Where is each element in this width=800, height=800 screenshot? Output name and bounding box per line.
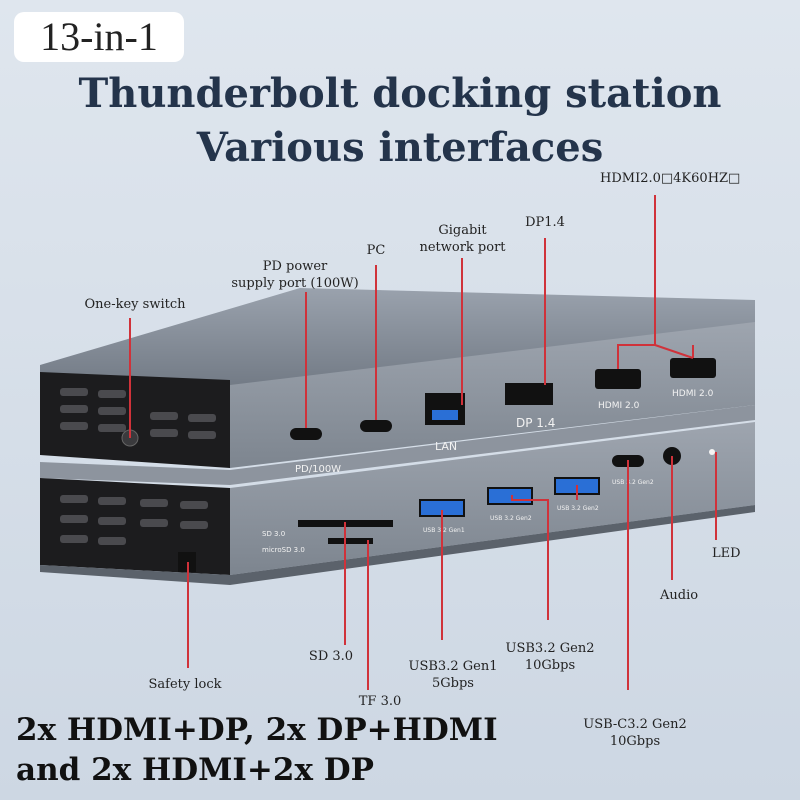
hdmi-port-a [595, 369, 641, 389]
label-pd-line1: PD power [262, 259, 328, 274]
label-pd-line2: supply port (100W) [231, 276, 359, 291]
label-gigabit-line1: Gigabit [438, 223, 487, 238]
pc-port [360, 420, 392, 432]
mark-hdmi-b: HDMI 2.0 [672, 389, 714, 399]
label-usb32-gen1: USB3.2 Gen1 5Gbps [398, 658, 508, 692]
mark-hdmi-a: HDMI 2.0 [598, 401, 640, 411]
mark-lan: LAN [435, 440, 457, 453]
label-usb-gen1-line2: 5Gbps [432, 676, 474, 691]
upper-vents [60, 388, 216, 439]
pd-port [290, 428, 322, 440]
mark-dp: DP 1.4 [516, 416, 555, 430]
label-dp14: DP1.4 [525, 215, 565, 230]
label-gigabit-network-port: Gigabit network port [410, 222, 515, 256]
label-led: LED [712, 546, 741, 561]
label-gigabit-line2: network port [419, 240, 506, 255]
label-usbc-line1: USB-C3.2 Gen2 [583, 717, 687, 732]
callout-lines [129, 195, 717, 690]
label-tf30: TF 3.0 [358, 694, 402, 709]
label-one-key-switch: One-key switch [84, 297, 186, 312]
upper-unit-front [230, 322, 755, 468]
mark-sd: SD 3.0 [262, 530, 285, 538]
tf-slot [328, 538, 373, 544]
label-usbc32-gen2: USB-C3.2 Gen2 10Gbps [575, 716, 695, 750]
label-pc: PC [366, 243, 386, 258]
lower-vents [60, 495, 208, 545]
label-audio: Audio [660, 588, 699, 603]
label-usb-gen1-line1: USB3.2 Gen1 [408, 659, 498, 674]
label-usbc-line2: 10Gbps [609, 734, 661, 749]
mark-usb-gen2-b: USB 3.2 Gen2 [557, 505, 599, 512]
dp-port [505, 383, 553, 405]
label-pd-power: PD power supply port (100W) [220, 258, 370, 292]
mark-microsd: microSD 3.0 [262, 546, 305, 554]
usb-gen2-port-a [487, 487, 533, 505]
upper-black-side [40, 372, 230, 468]
bottom-caption-line2: and 2x HDMI+2x DP [16, 752, 374, 788]
label-safety-lock: Safety lock [148, 677, 222, 692]
label-sd30: SD 3.0 [308, 649, 354, 664]
lower-unit-top [40, 405, 755, 485]
label-usb-gen2-line1: USB3.2 Gen2 [505, 641, 595, 656]
page-title: Thunderbolt docking station [78, 70, 722, 117]
upper-unit-top [40, 288, 755, 395]
mark-usb-gen2-a: USB 3.2 Gen2 [490, 515, 532, 522]
mark-usbc: USB 3.2 Gen2 [612, 479, 654, 486]
label-usb32-gen2: USB3.2 Gen2 10Gbps [495, 640, 605, 674]
mark-pd: PD/100W [295, 464, 341, 475]
led-indicator [709, 449, 715, 455]
lan-port [425, 393, 465, 425]
product-badge: 13-in-1 [14, 12, 184, 62]
mark-usb-gen1: USB 3.2 Gen1 [423, 527, 465, 534]
bottom-caption-line1: 2x HDMI+DP, 2x DP+HDMI [16, 712, 498, 748]
hdmi-port-b [670, 358, 716, 378]
label-usb-gen2-line2: 10Gbps [524, 658, 576, 673]
page-subtitle: Various interfaces [196, 124, 604, 171]
label-hdmi-4k60: HDMI2.0□4K60HZ□ [600, 171, 741, 186]
